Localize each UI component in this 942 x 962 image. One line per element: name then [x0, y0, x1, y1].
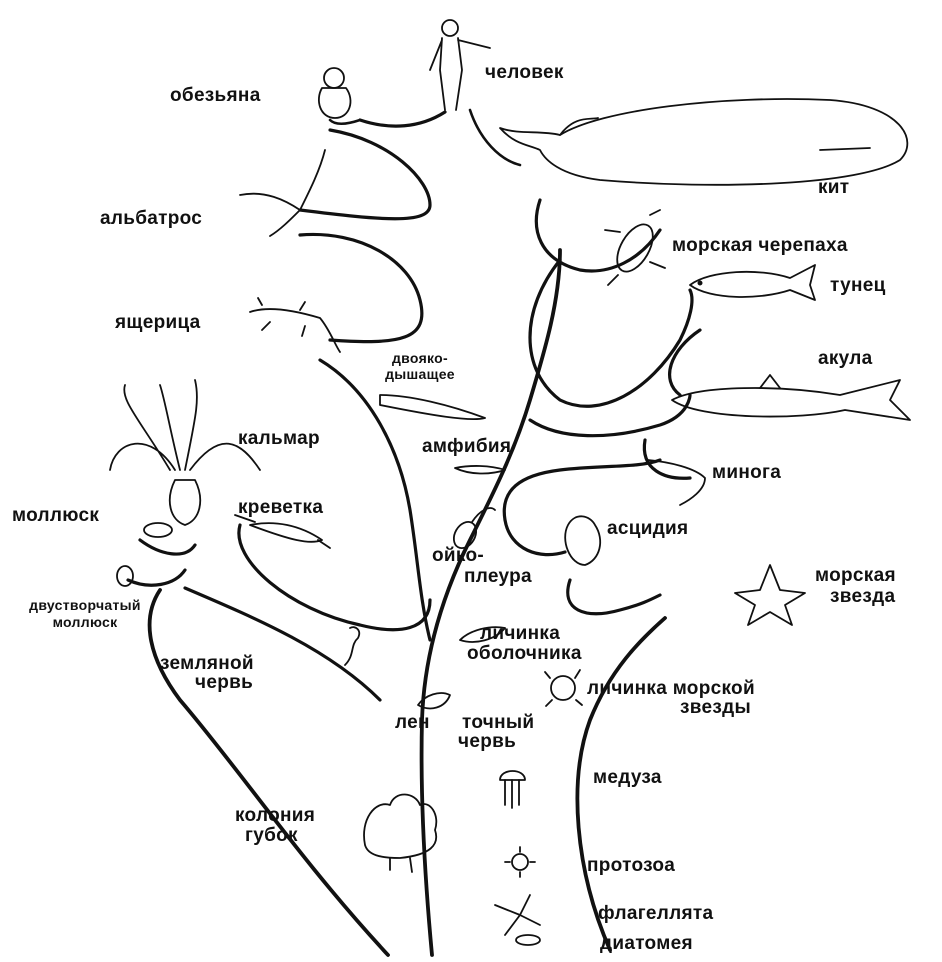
label-lizard: ящерица	[115, 312, 201, 333]
label-shark: акула	[818, 348, 873, 369]
label-ascidian: асцидия	[607, 518, 688, 539]
label-human: человек	[485, 62, 564, 83]
branch-human	[360, 112, 445, 126]
branch-albatross	[300, 130, 430, 219]
diatom-icon	[516, 935, 540, 945]
mollusk-icon	[144, 523, 172, 537]
monkey-icon	[319, 68, 351, 118]
starfish-larva-icon	[545, 670, 582, 706]
label-tapeworm-2: червь	[458, 731, 516, 752]
lizard-icon	[250, 298, 340, 352]
label-lungfish-2: дышащее	[350, 366, 490, 382]
label-oikopleura-2: плеура	[464, 566, 532, 587]
label-earthworm-2: червь	[195, 672, 253, 693]
label-bivalve-1: двустворчатый	[5, 597, 165, 613]
label-sponge-colony-2: губок	[245, 825, 298, 846]
sea-turtle-icon	[605, 210, 665, 285]
starfish-icon	[735, 565, 805, 625]
label-tapeworm-1b: точный	[462, 712, 534, 733]
branch-mollusk	[140, 540, 195, 554]
branch-shark	[670, 330, 700, 395]
amphibian-icon	[455, 466, 505, 474]
label-mollusk: моллюск	[12, 505, 99, 526]
branch-lizard	[300, 234, 422, 341]
label-albatross: альбатрос	[100, 208, 202, 229]
flagellate-icon	[495, 895, 540, 935]
branch-whale	[536, 200, 660, 271]
label-starfish-larva-1: личинка морской	[587, 678, 755, 699]
branch-bivalve	[128, 570, 185, 585]
shark-icon	[672, 375, 910, 420]
label-diatom: диатомея	[600, 933, 693, 954]
branch-lizard-lower	[320, 360, 430, 640]
label-starfish-2: звезда	[830, 586, 895, 607]
branch-ascidian-lower	[505, 520, 565, 555]
label-tuna: тунец	[830, 275, 886, 296]
label-protozoa: протозоа	[587, 855, 675, 876]
label-bivalve-2: моллюск	[5, 614, 165, 630]
label-whale: кит	[818, 177, 849, 198]
label-sponge-colony-1: колония	[235, 805, 315, 826]
human-icon	[430, 20, 490, 110]
label-tunicate-larva-1: личинка	[480, 623, 560, 644]
earthworm-icon	[345, 627, 359, 665]
jellyfish-icon	[500, 771, 525, 808]
label-lungfish-1: двояко-	[350, 350, 490, 366]
branch-oikopleura	[568, 580, 660, 614]
label-earthworm-1: земляной	[160, 653, 254, 674]
label-tapeworm-1: лен	[395, 712, 430, 733]
label-starfish-larva-2: звезды	[680, 697, 751, 718]
label-squid: кальмар	[238, 428, 320, 449]
ascidian-icon	[565, 516, 600, 565]
left-trunk	[150, 590, 388, 955]
branch-human-right	[470, 110, 520, 165]
branch-shrimp	[239, 525, 430, 630]
protozoa-icon	[505, 847, 535, 877]
label-monkey: обезьяна	[170, 85, 261, 106]
label-flagellate: флагеллята	[598, 903, 713, 924]
lamprey-icon	[648, 460, 705, 505]
branch-monkey	[330, 120, 360, 124]
label-tunicate-larva-2: оболочника	[467, 643, 582, 664]
branch-lamprey-lower	[644, 440, 690, 478]
lungfish-icon	[380, 395, 485, 419]
whale-icon	[500, 99, 907, 185]
label-sea-turtle: морская черепаха	[672, 235, 848, 256]
albatross-icon	[240, 150, 325, 236]
label-oikopleura-1: ойко-	[432, 545, 484, 566]
shrimp-icon	[235, 515, 330, 548]
label-amphibian: амфибия	[422, 436, 511, 457]
branch-ascidian	[504, 460, 660, 520]
label-lamprey: минога	[712, 462, 781, 483]
tuna-icon	[690, 265, 815, 300]
bivalve-icon	[117, 566, 133, 586]
label-shrimp: креветка	[238, 497, 323, 518]
label-starfish-1: морская	[815, 565, 896, 586]
label-jellyfish: медуза	[593, 767, 662, 788]
